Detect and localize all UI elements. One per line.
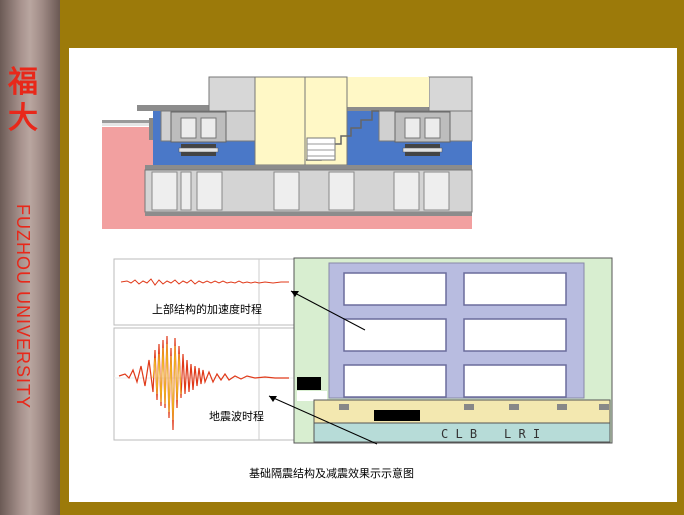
ground-wave-trace-red xyxy=(118,335,289,431)
university-logo-char-2: 大 xyxy=(8,101,38,136)
isolator-right xyxy=(394,111,451,156)
label-upper-acceleration: 上部结构的加速度时程 xyxy=(152,303,262,316)
leader-line-upper xyxy=(290,290,366,331)
isolator-left xyxy=(170,111,227,156)
isolated-frame-diagram: C L B L R I xyxy=(293,257,613,444)
bearing-label-clb: C L B xyxy=(441,427,477,441)
sidebar: 福 大 FUZHOU UNIVERSITY xyxy=(0,0,60,515)
bearing-label-lri: L R I xyxy=(504,427,540,441)
label-ground-wave: 地震波时程 xyxy=(209,410,264,423)
isolation-figure: C L B L R I xyxy=(102,76,613,445)
damper-block xyxy=(374,410,420,421)
upper-acceleration-trace xyxy=(120,278,289,286)
university-name: FUZHOU UNIVERSITY xyxy=(13,204,33,410)
building-section-diagram xyxy=(102,76,473,229)
ground-wave-plot xyxy=(113,327,295,441)
slide-content: C L B L R I 上部结构的加速度时程 地震波时程 基础隔震结构及减震效果… xyxy=(69,48,677,502)
ground-wave-trace-yellow xyxy=(152,343,182,421)
leader-line-ground xyxy=(268,395,378,445)
figure-caption: 基础隔震结构及减震效果示示意图 xyxy=(249,467,414,480)
isolation-bearings xyxy=(339,404,609,410)
university-logo-char-1: 福 xyxy=(8,65,38,100)
